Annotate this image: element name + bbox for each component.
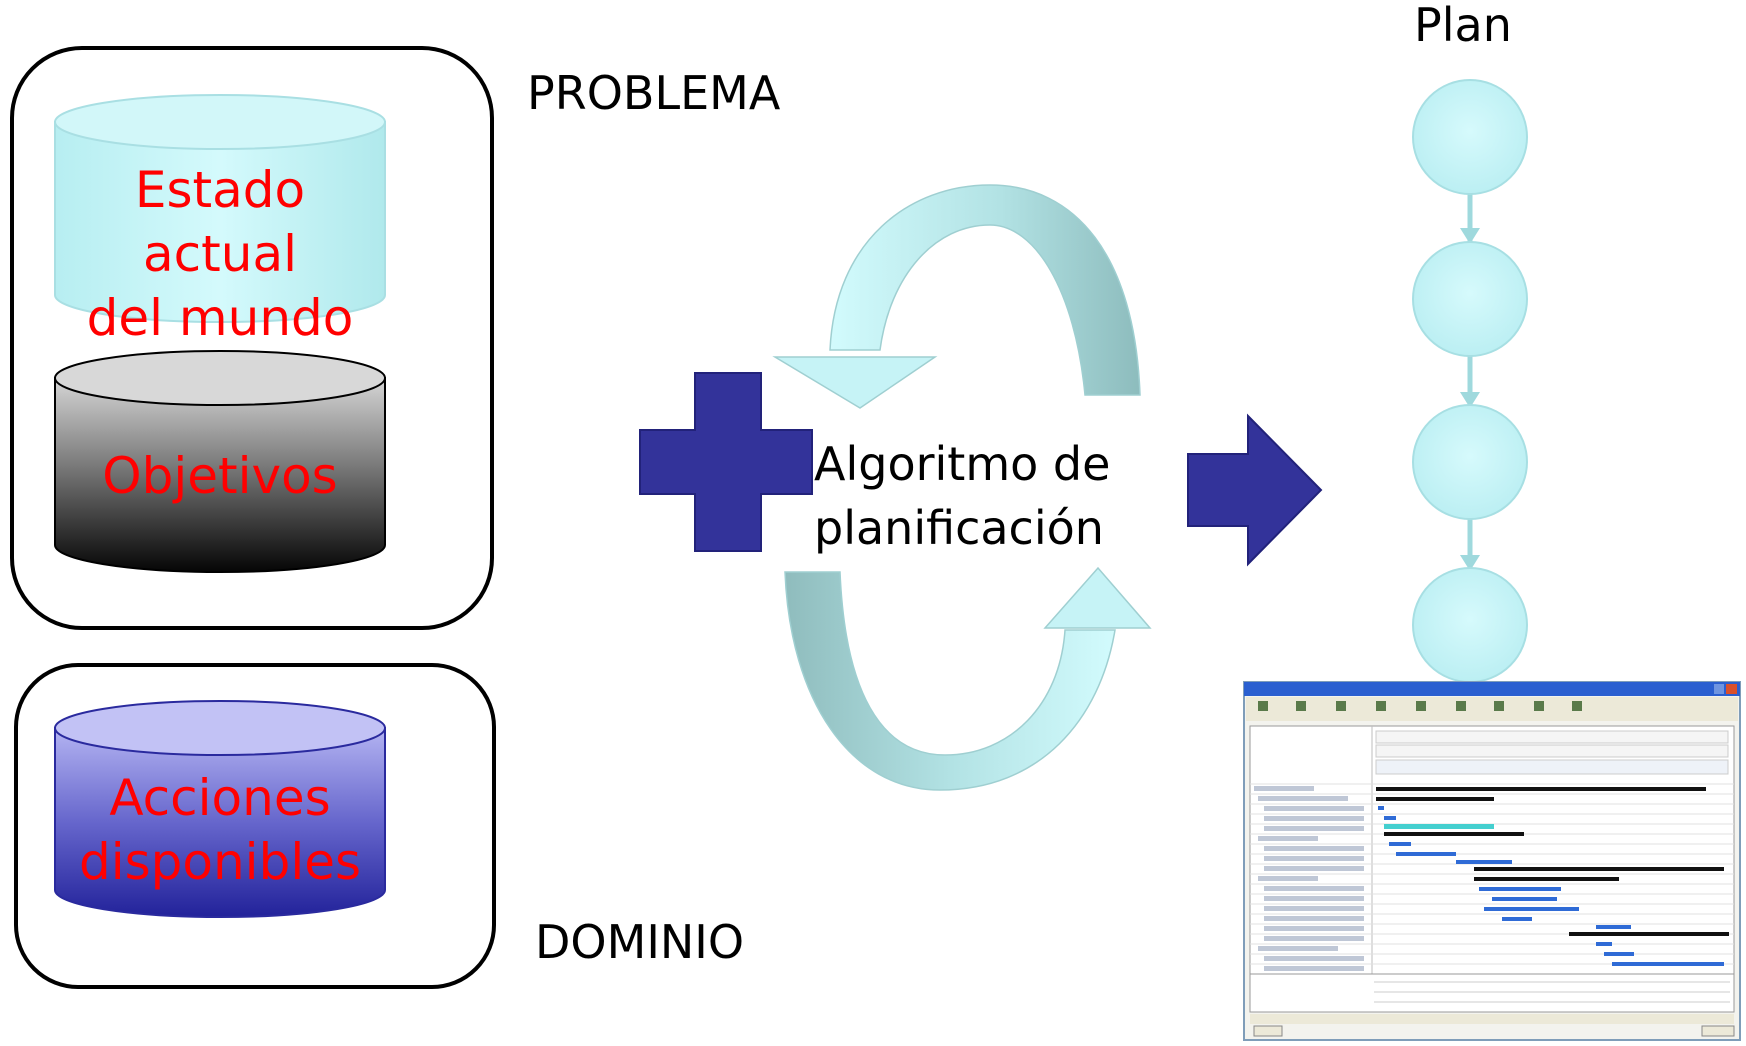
cylinder-estado-label: Estado actual del mundo <box>55 158 385 350</box>
estado-line-2: del mundo <box>86 289 354 347</box>
cylinder-acciones <box>54 700 386 918</box>
dominio-label: DOMINIO <box>535 915 745 969</box>
cylinder-objetivos-label: Objetivos <box>55 444 385 508</box>
right-arrow-icon <box>1187 413 1323 567</box>
plan-node-2 <box>1412 241 1528 357</box>
plan-label: Plan <box>1414 0 1512 52</box>
gantt-screenshot <box>1243 681 1741 1041</box>
cylinder-acciones-label: Acciones disponibles <box>55 766 385 894</box>
plan-chain <box>1412 79 1528 683</box>
dominio-frame <box>14 663 496 989</box>
acciones-line-2: disponibles <box>78 833 362 891</box>
cycle-arrows-icon <box>772 184 1152 791</box>
problema-frame <box>10 46 494 630</box>
plus-icon <box>639 372 813 552</box>
problema-label: PROBLEMA <box>527 66 781 120</box>
cylinder-estado <box>54 94 386 323</box>
algoritmo-line-2: planificación <box>814 501 1104 555</box>
estado-line-1: Estado actual <box>134 161 306 283</box>
algoritmo-label: Algoritmo de planificación <box>814 432 1110 560</box>
plan-node-3 <box>1412 404 1528 520</box>
algoritmo-line-1: Algoritmo de <box>814 437 1111 491</box>
cylinder-objetivos <box>54 350 386 573</box>
plan-node-4 <box>1412 567 1528 683</box>
acciones-line-1: Acciones <box>109 769 331 827</box>
objetivos-line-1: Objetivos <box>102 447 338 505</box>
plan-node-1 <box>1412 79 1528 195</box>
